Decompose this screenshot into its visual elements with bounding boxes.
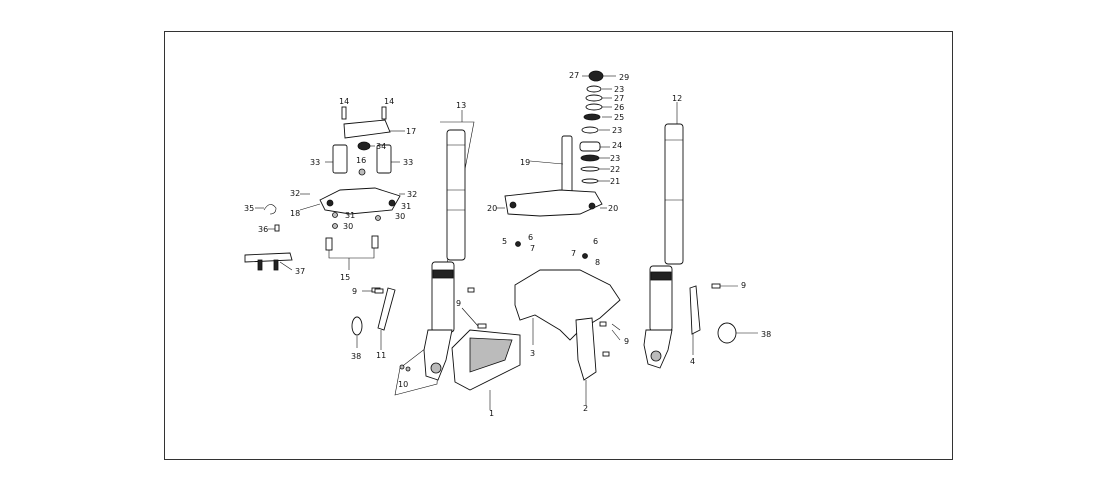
- label-38b: 38: [761, 330, 771, 339]
- leader-lines: [255, 75, 738, 341]
- callout-labels: 1 2 3 4 5 6 7 7 6 8 9 9 9 9 10 11 12 13 …: [244, 71, 771, 418]
- handlebar-clamp-assembly: [319, 106, 401, 270]
- label-29: 29: [619, 73, 629, 82]
- label-9d: 9: [741, 281, 746, 290]
- label-2: 2: [583, 404, 588, 413]
- label-27b: 27: [614, 94, 624, 103]
- label-8: 8: [595, 258, 600, 267]
- label-6: 6: [528, 233, 533, 242]
- label-9b: 9: [456, 299, 461, 308]
- label-9a: 9: [352, 287, 357, 296]
- label-26: 26: [614, 103, 624, 112]
- label-30a: 30: [343, 222, 353, 231]
- label-33b: 33: [403, 158, 413, 167]
- label-31a: 31: [345, 211, 355, 220]
- label-4: 4: [690, 357, 695, 366]
- left-fork-leg: [394, 121, 475, 396]
- label-37: 37: [295, 267, 305, 276]
- label-32a: 32: [290, 189, 300, 198]
- steering-stem: [504, 135, 603, 217]
- label-13: 13: [456, 101, 466, 110]
- right-fork-leg: [643, 123, 684, 369]
- label-24: 24: [612, 141, 622, 150]
- right-reflector-and-bracket: [689, 283, 758, 355]
- inner-fender: [514, 269, 621, 405]
- label-38a: 38: [351, 352, 361, 361]
- label-36: 36: [258, 225, 268, 234]
- label-22: 22: [610, 165, 620, 174]
- label-12: 12: [672, 94, 682, 103]
- label-11: 11: [376, 351, 386, 360]
- label-34: 34: [376, 142, 386, 151]
- label-15: 15: [340, 273, 350, 282]
- label-20b: 20: [608, 204, 618, 213]
- front-fender-1: [451, 329, 521, 410]
- label-7: 7: [530, 244, 535, 253]
- label-3: 3: [530, 349, 535, 358]
- label-19: 19: [520, 158, 530, 167]
- label-7b: 7: [571, 249, 576, 258]
- label-17: 17: [406, 127, 416, 136]
- label-25: 25: [614, 113, 624, 122]
- label-23a: 23: [614, 85, 624, 94]
- small-parts-left: [244, 204, 293, 271]
- label-18: 18: [290, 209, 300, 218]
- label-35: 35: [244, 204, 254, 213]
- label-14b: 14: [384, 97, 394, 106]
- label-9c: 9: [624, 337, 629, 346]
- label-6b: 6: [593, 237, 598, 246]
- label-31b: 31: [401, 202, 411, 211]
- label-14a: 14: [339, 97, 349, 106]
- label-27a: 27: [569, 71, 579, 80]
- label-33a: 33: [310, 158, 320, 167]
- label-1: 1: [489, 409, 494, 418]
- diagram-frame: [164, 31, 953, 460]
- label-21: 21: [610, 177, 620, 186]
- label-5: 5: [502, 237, 507, 246]
- label-32b: 32: [407, 190, 417, 199]
- left-reflector-and-bracket: [351, 287, 396, 350]
- label-23b: 23: [612, 126, 622, 135]
- bearing-stack: [579, 70, 604, 184]
- label-20a: 20: [487, 204, 497, 213]
- label-10: 10: [398, 380, 408, 389]
- label-30b: 30: [395, 212, 405, 221]
- label-23c: 23: [610, 154, 620, 163]
- bolts: [374, 241, 610, 372]
- label-16: 16: [356, 156, 366, 165]
